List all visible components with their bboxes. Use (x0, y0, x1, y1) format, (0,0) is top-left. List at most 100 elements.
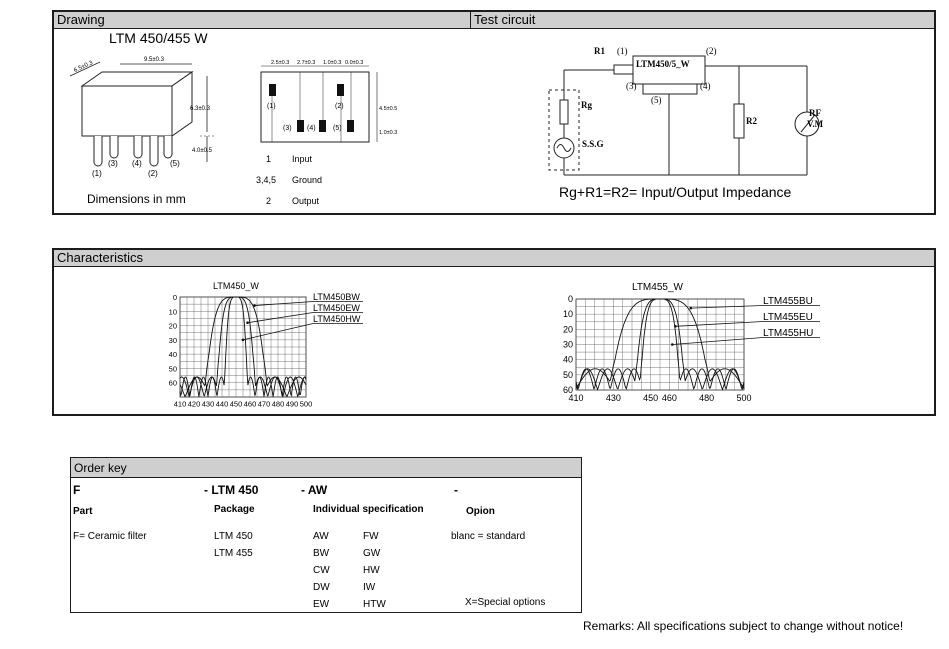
chart2-title: LTM455_W (632, 282, 683, 293)
pin-label: (4) (132, 159, 142, 168)
x-tick-label: 430 (202, 400, 215, 409)
series-line (575, 298, 745, 391)
code-option: - (454, 483, 458, 497)
chart1-title: LTM450_W (213, 281, 259, 291)
col-head-spec: Individual specification (313, 504, 424, 515)
fp-side-dim: 4.5±0.5 (379, 106, 397, 112)
legend-arrow (242, 323, 314, 341)
legend-arrow-tip (689, 306, 693, 310)
x-tick-label: 460 (662, 393, 677, 403)
x-tick-label: 420 (188, 400, 201, 409)
y-tick-label: 0 (173, 293, 177, 302)
spec-item: HW (363, 565, 380, 576)
package-item: LTM 450 (214, 531, 253, 542)
fp-pad (319, 120, 326, 132)
option-special: X=Special options (465, 597, 546, 608)
pin-number: 2 (266, 196, 272, 206)
y-tick-label: 40 (563, 355, 573, 365)
legend-label: LTM455EU (763, 312, 813, 323)
fp-pin-label: (5) (333, 125, 342, 132)
part-desc: F= Ceramic filter (73, 531, 147, 542)
pin-number: 1 (266, 154, 272, 164)
model-label: LTM 450/455 W (109, 30, 208, 46)
dim-height: 6.3±0.3 (190, 106, 211, 112)
order-key-section: Order key F - LTM 450 - AW - Part Packag… (70, 457, 582, 613)
spec-item: CW (313, 565, 330, 576)
y-tick-label: 60 (563, 385, 573, 395)
characteristics-title: Characteristics (57, 250, 143, 265)
fp-pin-label: (2) (335, 103, 344, 110)
legend-label: LTM450HW (313, 314, 361, 324)
legend-arrow-tip (671, 343, 674, 346)
pin-label: (5) (170, 159, 180, 168)
legend-arrow (675, 321, 764, 327)
component-3d-drawing: 6.5±0.3 9.5±0.3 6.3±0.3 4.0±0.5 (1) (3) … (69, 57, 214, 178)
pin5-label: (5) (651, 95, 662, 105)
pin-label: (3) (108, 159, 118, 168)
fp-pin-label: (4) (307, 125, 316, 132)
code-spec: - AW (301, 483, 328, 497)
col-head-package: Package (214, 504, 255, 515)
dim-width: 9.5±0.3 (144, 57, 165, 63)
r1-label: R1 (594, 46, 605, 56)
legend-arrow-tip (241, 338, 245, 342)
y-tick-label: 60 (169, 379, 177, 388)
fp-pad (269, 84, 276, 96)
y-tick-label: 30 (563, 340, 573, 350)
test-circuit-title: Test circuit (474, 12, 536, 27)
col-head-option: Opion (466, 506, 495, 517)
pin-number: 3,4,5 (256, 175, 277, 185)
col-head-part: Part (73, 506, 93, 517)
pin-label: (2) (148, 169, 158, 178)
series-line (179, 296, 307, 397)
x-tick-label: 460 (244, 400, 257, 409)
drawing-title: Drawing (57, 12, 105, 27)
fp-pad (347, 120, 354, 132)
pin1-label: (1) (617, 46, 628, 56)
pin3-label: (3) (626, 81, 637, 91)
pin-label: (1) (92, 169, 102, 178)
y-tick-label: 20 (563, 324, 573, 334)
dimensions-caption: Dimensions in mm (87, 192, 186, 206)
x-tick-label: 480 (272, 400, 285, 409)
y-tick-label: 20 (169, 322, 177, 331)
x-tick-label: 430 (606, 393, 621, 403)
x-tick-label: 470 (258, 400, 271, 409)
vm-label: V.M (807, 119, 824, 129)
characteristics-header: Characteristics (54, 250, 934, 267)
pin4-label: (4) (700, 81, 711, 91)
y-tick-label: 0 (568, 294, 573, 304)
drawing-section: Drawing Test circuit LTM 450/455 W 6.5±0… (52, 10, 936, 215)
test-circuit-header: Test circuit (471, 12, 934, 29)
fp-dim: 0.0±0.3 (345, 60, 363, 66)
legend-arrow (254, 301, 314, 306)
fp-pad (297, 120, 304, 132)
option-standard: blanc = standard (451, 531, 526, 542)
x-tick-label: 490 (286, 400, 299, 409)
legend-label: LTM450BW (313, 292, 360, 302)
pin-desc: Ground (292, 175, 323, 185)
package-item: LTM 455 (214, 548, 253, 559)
spec-item: FW (363, 531, 379, 542)
fp-dim: 2.7±0.3 (297, 60, 315, 66)
y-tick-label: 40 (169, 350, 177, 359)
x-tick-label: 440 (216, 400, 229, 409)
fp-side-dim: 1.0±0.3 (379, 130, 397, 136)
dim-pin: 4.0±0.5 (192, 148, 213, 154)
y-tick-label: 10 (563, 309, 573, 319)
rg-label: Rg (581, 100, 592, 110)
x-tick-label: 410 (568, 393, 583, 403)
spec-item: AW (313, 531, 329, 542)
x-tick-label: 450 (643, 393, 658, 403)
x-tick-label: 450 (230, 400, 243, 409)
pin-desc: Output (292, 196, 320, 206)
spec-item: DW (313, 582, 330, 593)
legend-label: LTM455BU (763, 296, 813, 307)
y-tick-label: 10 (169, 307, 177, 316)
spec-item: IW (363, 582, 376, 593)
legend-arrow-tip (246, 321, 249, 325)
pin-desc: Input (292, 154, 313, 164)
x-tick-label: 410 (174, 400, 187, 409)
